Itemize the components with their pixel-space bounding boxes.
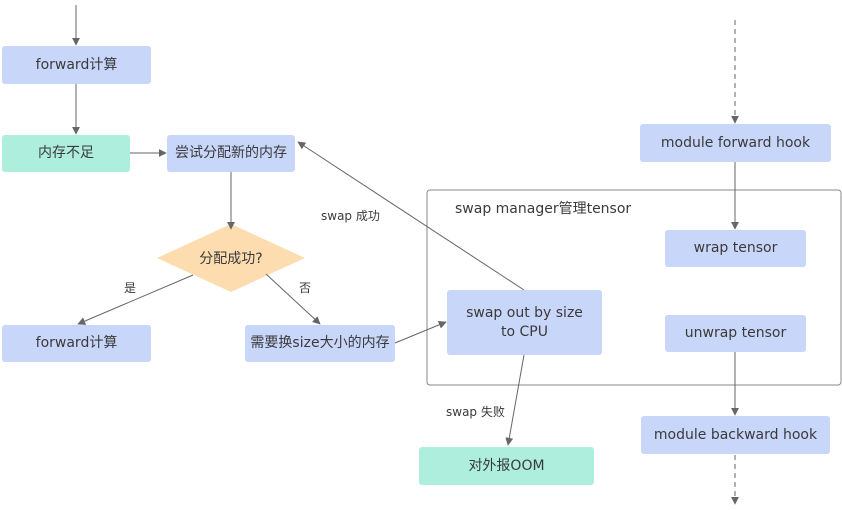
report-oom-node: 对外报OOM xyxy=(419,447,594,485)
node-label: module forward hook xyxy=(660,134,811,151)
edge-need-swap-to-swap-out xyxy=(394,321,447,344)
alloc-success-decision-label: 分配成功? xyxy=(199,251,263,267)
unwrap-tensor-node: unwrap tensor xyxy=(665,315,806,352)
edge-label-swap-fail: swap 失败 xyxy=(446,405,505,419)
node-label: 尝试分配新的内存 xyxy=(175,145,287,162)
edge-swap-success xyxy=(297,141,525,291)
edge-label-no: 否 xyxy=(299,281,312,295)
alloc-success-diamond xyxy=(157,224,305,292)
edge-decision-no xyxy=(265,273,321,325)
module-forward-hook-node: module forward hook xyxy=(640,124,831,162)
node-label: unwrap tensor xyxy=(684,325,787,342)
try-alloc-memory-node: 尝试分配新的内存 xyxy=(167,135,295,172)
swap-manager-group-border xyxy=(426,189,842,386)
forward-compute-node-top: forward计算 xyxy=(2,46,151,84)
node-label: forward计算 xyxy=(35,335,118,352)
edge-label-swap-success: swap 成功 xyxy=(321,209,380,223)
node-label: 对外报OOM xyxy=(468,457,545,474)
edge-label-yes: 是 xyxy=(124,281,137,295)
edge-swap-fail xyxy=(505,354,525,446)
swap-manager-group-label: swap manager管理tensor xyxy=(455,201,632,217)
forward-compute-node-bottom: forward计算 xyxy=(2,325,151,362)
node-label: 需要换size大小的内存 xyxy=(250,335,390,352)
node-label: module backward hook xyxy=(653,426,818,443)
wrap-tensor-node: wrap tensor xyxy=(665,230,806,267)
node-label: wrap tensor xyxy=(693,240,778,257)
edge-decision-yes xyxy=(77,274,194,325)
swap-out-node: swap out by size to CPU xyxy=(447,290,602,355)
node-label: forward计算 xyxy=(35,56,118,73)
node-label: swap out by size to CPU xyxy=(466,305,583,340)
module-backward-hook-node: module backward hook xyxy=(641,416,830,454)
memory-insufficient-node: 内存不足 xyxy=(2,135,130,172)
node-label: 内存不足 xyxy=(38,145,94,162)
need-swap-memory-node: 需要换size大小的内存 xyxy=(245,325,395,362)
